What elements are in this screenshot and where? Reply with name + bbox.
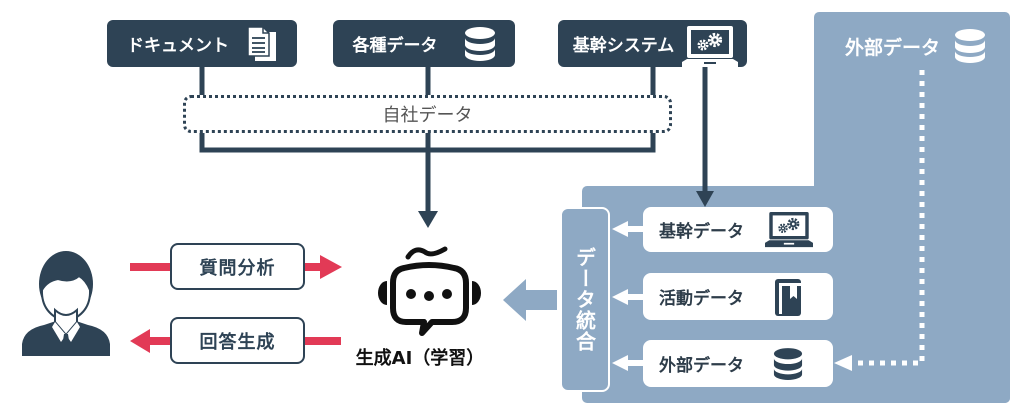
external-data-source-label: 外部データ <box>845 36 941 59</box>
internal-data-group: 自社データ <box>183 95 672 133</box>
arrowhead-to-ai <box>418 211 438 228</box>
external-data-source: 外部データ <box>845 28 986 64</box>
answer-generation-label: 回答生成 <box>199 331 276 353</box>
database-icon <box>773 347 803 381</box>
database-icon <box>954 28 986 64</box>
connector-merge-line <box>199 131 656 153</box>
source-document-label: ドキュメント <box>127 36 229 56</box>
source-various-data: 各種データ <box>333 20 515 67</box>
question-arrowhead <box>320 255 342 279</box>
question-analysis-box: 質問分析 <box>170 243 305 290</box>
answer-generation-box: 回答生成 <box>170 317 305 364</box>
integration-to-ai-arrow <box>503 279 557 321</box>
data-item-core: 基幹データ <box>643 207 833 252</box>
generative-ai-label: 生成AI（学習） <box>355 348 485 369</box>
data-item-external: 外部データ <box>643 340 833 387</box>
internal-data-label: 自社データ <box>382 105 473 126</box>
source-core-system: 基幹システム <box>558 20 747 67</box>
data-item-external-label: 外部データ <box>659 356 744 376</box>
data-integration-box: データ統合 <box>560 207 610 392</box>
document-icon <box>247 26 277 62</box>
data-item-activity-label: 活動データ <box>659 289 744 309</box>
source-core-system-label: 基幹システム <box>572 36 675 56</box>
laptop-gear-icon <box>682 25 738 69</box>
source-document: ドキュメント <box>107 20 297 67</box>
data-item-core-label: 基幹データ <box>659 222 744 242</box>
businessman-icon <box>22 251 110 356</box>
laptop-gear-icon <box>765 211 813 249</box>
answer-arrowhead <box>130 329 150 353</box>
data-integration-label: データ統合 <box>572 247 597 352</box>
database-icon <box>464 26 496 62</box>
source-various-data-label: 各種データ <box>352 36 438 56</box>
chatbot-icon <box>378 246 481 336</box>
data-item-activity: 活動データ <box>643 273 833 320</box>
question-analysis-label: 質問分析 <box>199 257 276 279</box>
book-icon <box>773 277 803 317</box>
